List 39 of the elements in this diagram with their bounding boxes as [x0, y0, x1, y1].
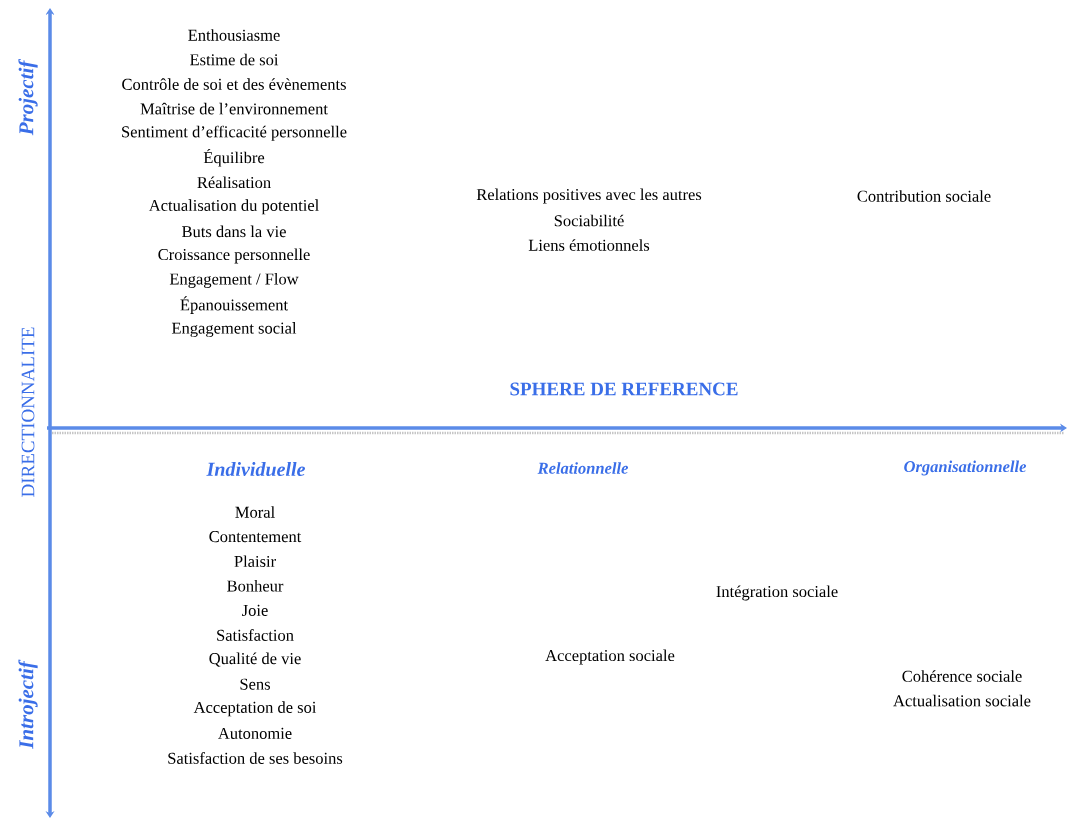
list-item: Bonheur	[227, 580, 284, 592]
list-item: Acceptation de soi	[193, 701, 317, 717]
axis-pole-label: Projectif	[18, 58, 38, 136]
list-item: Plaisir	[234, 555, 276, 567]
list-item: Liens émotionnels	[528, 239, 650, 251]
list-item: Croissance personnelle	[158, 248, 310, 264]
list-item: Relations positives avec les autres	[476, 188, 702, 204]
list-item: Estime de soi	[190, 53, 279, 66]
list-item: Moral	[235, 506, 275, 518]
list-item: Épanouissement	[180, 296, 288, 314]
list-item: Actualisation du potentiel	[148, 199, 319, 215]
list-item: Qualité de vie	[209, 652, 301, 667]
list-item: Joie	[242, 604, 268, 616]
list-item: Satisfaction de ses besoins	[168, 752, 343, 764]
axis-title: DIRECTIONNALITE	[21, 327, 35, 497]
list-item: Acceptation sociale	[545, 649, 675, 665]
list-item: Réalisation	[197, 176, 271, 189]
list-item: Sens	[240, 678, 270, 690]
list-item: Contribution sociale	[857, 190, 991, 202]
category-heading: Individuelle	[206, 461, 305, 477]
list-item: Actualisation sociale	[893, 694, 1031, 707]
list-item: Contrôle de soi et des évènements	[122, 78, 346, 90]
list-item: Sociabilité	[554, 214, 624, 227]
list-item: Sentiment d’efficacité personnelle	[122, 125, 347, 141]
list-item: Enthousiasme	[188, 29, 280, 41]
list-item: Contentement	[209, 531, 302, 543]
list-item: Cohérence sociale	[902, 670, 1022, 682]
list-item: Satisfaction	[217, 629, 294, 641]
list-item: Engagement social	[171, 322, 297, 338]
list-item: Intégration sociale	[716, 585, 838, 601]
list-item: Maîtrise de l’environnement	[140, 102, 328, 115]
category-heading: Relationnelle	[537, 462, 629, 474]
list-item: Équilibre	[203, 148, 265, 167]
axis-title: SPHERE DE REFERENCE	[510, 382, 738, 396]
list-item: Autonomie	[218, 727, 292, 739]
category-heading: Organisationnelle	[904, 460, 1027, 476]
axis-pole-label: Introjectif	[18, 659, 38, 749]
list-item: Engagement / Flow	[169, 273, 299, 288]
list-item: Buts dans la vie	[182, 225, 286, 238]
